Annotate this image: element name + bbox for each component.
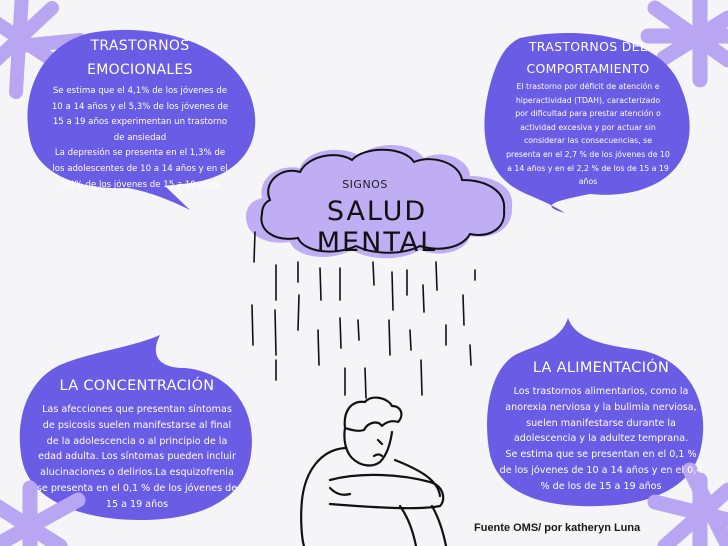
body-line: El trastorno por déficit de atención e bbox=[516, 82, 660, 91]
sad-person-illustration-icon bbox=[300, 396, 448, 546]
rain-icon bbox=[251, 231, 476, 399]
section-title-line: LA ALIMENTACIÓN bbox=[532, 360, 670, 376]
body-line: a 14 años y en el 2,2 % de los de 15 a 1… bbox=[507, 163, 669, 173]
body-line: Las afecciones que presentan síntomas bbox=[42, 404, 232, 415]
section-body: Las afecciones que presentan síntomas de… bbox=[30, 402, 244, 513]
body-line: % de los de 15 a 19 años bbox=[540, 480, 662, 492]
section-title-line: COMPORTAMIENTO bbox=[526, 61, 650, 76]
star-decoration-bottom-right-icon bbox=[647, 462, 728, 546]
section-title-line: TRASTORNOS bbox=[90, 38, 190, 54]
body-line: considerar las consecuencias, se bbox=[523, 136, 653, 146]
star-decoration-bottom-left-icon bbox=[0, 480, 86, 546]
section-comportamiento: TRASTORNOS DEL COMPORTAMIENTO El trastor… bbox=[498, 36, 678, 189]
body-line: 10 a 14 años y el 5,3% de los jóvenes de bbox=[51, 101, 229, 112]
page-title: SALUD MENTAL bbox=[316, 196, 438, 258]
speech-bubble-comportamiento bbox=[484, 32, 690, 213]
cloud-icon bbox=[245, 145, 513, 259]
cloud-subtitle: SIGNOS bbox=[342, 178, 388, 191]
section-title: LA CONCENTRACIÓN bbox=[30, 374, 244, 398]
section-title-line: EMOCIONALES bbox=[87, 62, 193, 78]
section-body: El trastorno por déficit de atención e h… bbox=[498, 80, 678, 189]
body-line: actividad excesiva y por actuar sin bbox=[520, 122, 656, 132]
body-line: 3,4% de los jóvenes de 15 a 19 años bbox=[60, 179, 220, 190]
section-title: TRASTORNOS EMOCIONALES bbox=[40, 34, 240, 82]
body-line: adolescencia y la adultez temprana. bbox=[513, 433, 689, 445]
section-title-line: LA CONCENTRACIÓN bbox=[59, 378, 215, 394]
body-line: por dificultad para prestar atención o bbox=[515, 109, 661, 119]
body-line: se presenta en el 0,1 % de los jóvenes d… bbox=[36, 482, 238, 494]
section-body: Se estima que el 4,1% de los jóvenes de … bbox=[40, 84, 240, 193]
body-line: de psicosis suelen manifestarse al final bbox=[42, 419, 232, 431]
body-line: 15 a 19 años experimentan un trastorno bbox=[52, 117, 228, 128]
body-line: años bbox=[578, 177, 598, 187]
speech-bubble-emocionales bbox=[27, 29, 256, 211]
body-line: Se estima que el 4,1% de los jóvenes de bbox=[52, 86, 228, 96]
body-line: los adolescentes de 10 a 14 años y en el bbox=[52, 163, 228, 174]
body-line: edad adulta. Los síntomas pueden incluir bbox=[38, 451, 236, 463]
section-concentracion: LA CONCENTRACIÓN Las afecciones que pres… bbox=[30, 374, 244, 513]
body-line: presenta en el 2,7 % de los jóvenes de 1… bbox=[506, 149, 670, 159]
section-title-line: TRASTORNOS DEL bbox=[528, 39, 648, 54]
speech-bubble-alimentacion bbox=[487, 318, 704, 507]
section-body: Los trastornos alimentarios, como la ano… bbox=[494, 384, 708, 495]
body-line: Los trastornos alimentarios, como la bbox=[513, 386, 689, 397]
body-line: de ansiedad bbox=[113, 132, 167, 143]
body-line: La depresión se presenta en el 1,3% de bbox=[54, 148, 226, 159]
body-line: Se estima que se presentan en el 0,1 % bbox=[505, 449, 697, 461]
section-title: LA ALIMENTACIÓN bbox=[494, 356, 708, 380]
body-line: suelen manifestarse durante la bbox=[526, 417, 676, 429]
body-line: anorexia nerviosa y la bulimia nerviosa, bbox=[505, 401, 697, 413]
section-title: TRASTORNOS DEL COMPORTAMIENTO bbox=[498, 36, 678, 80]
speech-bubble-concentracion bbox=[19, 335, 252, 520]
source-credit: Fuente OMS/ por katheryn Luna bbox=[474, 522, 641, 534]
section-alimentacion: LA ALIMENTACIÓN Los trastornos alimentar… bbox=[494, 356, 708, 495]
body-line: 15 a 19 años bbox=[105, 498, 169, 510]
section-emocionales: TRASTORNOS EMOCIONALES Se estima que el … bbox=[40, 34, 240, 193]
body-line: de la adolescencia o al principio de la bbox=[46, 435, 228, 447]
body-line: de los jóvenes de 10 a 14 años y en el 0… bbox=[499, 464, 703, 476]
body-line: hiperactividad (TDAH), caracterizado bbox=[515, 95, 661, 105]
body-line: alucinaciones o delirios.La esquizofreni… bbox=[40, 467, 234, 479]
star-decoration-top-right-icon bbox=[640, 0, 728, 88]
